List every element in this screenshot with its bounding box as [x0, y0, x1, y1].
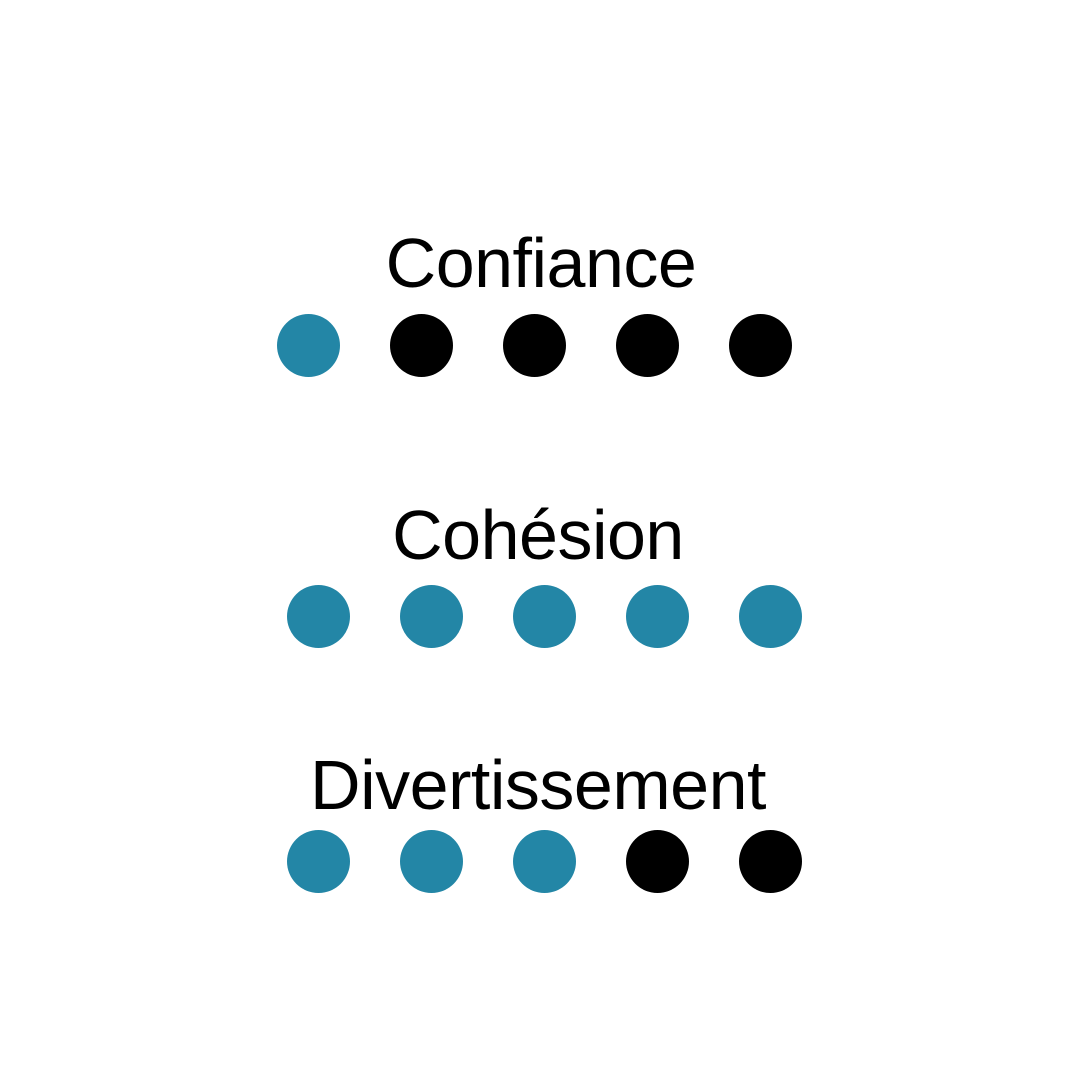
- rating-dot-filled: [513, 585, 576, 648]
- rating-dot-filled: [513, 830, 576, 893]
- rating-dot-empty: [739, 830, 802, 893]
- rating-dot-filled: [287, 830, 350, 893]
- rating-dot-filled: [626, 585, 689, 648]
- rating-dot-empty: [616, 314, 679, 377]
- rating-dot-filled: [277, 314, 340, 377]
- rating-dot-empty: [503, 314, 566, 377]
- rating-label: Confiance: [385, 224, 697, 302]
- rating-label: Cohésion: [392, 496, 684, 574]
- rating-dot-empty: [729, 314, 792, 377]
- rating-dot-empty: [626, 830, 689, 893]
- rating-dot-filled: [739, 585, 802, 648]
- rating-label: Divertissement: [310, 746, 766, 824]
- rating-dot-filled: [400, 830, 463, 893]
- rating-dot-filled: [400, 585, 463, 648]
- rating-dot-empty: [390, 314, 453, 377]
- rating-dot-filled: [287, 585, 350, 648]
